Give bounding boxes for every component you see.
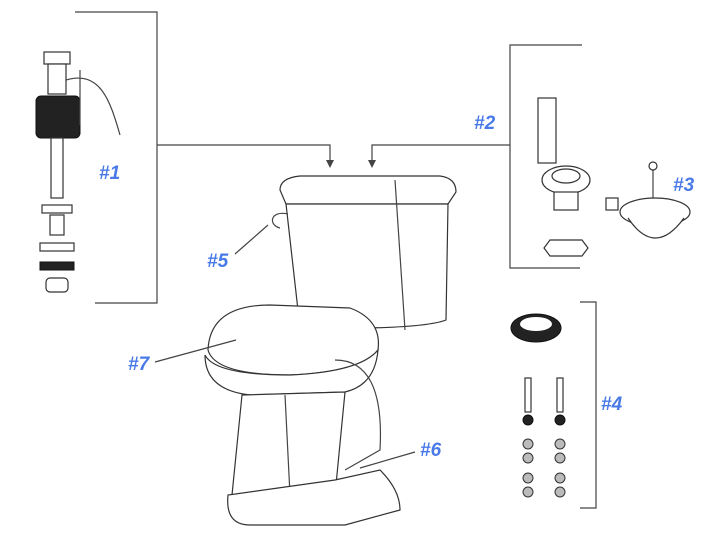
mounting-kit-part (510, 313, 566, 498)
seat-leader (154, 339, 237, 363)
flapper-part (605, 161, 691, 239)
mounting-kit-bracket (580, 301, 597, 509)
label-flapper: #3 (673, 175, 695, 196)
trip-lever-leader (234, 224, 269, 255)
label-seat: #7 (128, 354, 150, 375)
label-trip-lever: #5 (207, 251, 229, 272)
flush-valve-part (537, 97, 591, 257)
label-mounting-kit: #4 (601, 394, 623, 415)
flush-valve-bracket (368, 44, 582, 269)
fill-valve-part (35, 51, 121, 293)
fill-valve-bracket (75, 11, 334, 304)
toilet-part (204, 175, 457, 526)
label-base: #6 (420, 440, 442, 461)
label-fill-valve: #1 (99, 163, 121, 184)
base-leader (359, 451, 416, 469)
label-flush-valve: #2 (474, 113, 496, 134)
